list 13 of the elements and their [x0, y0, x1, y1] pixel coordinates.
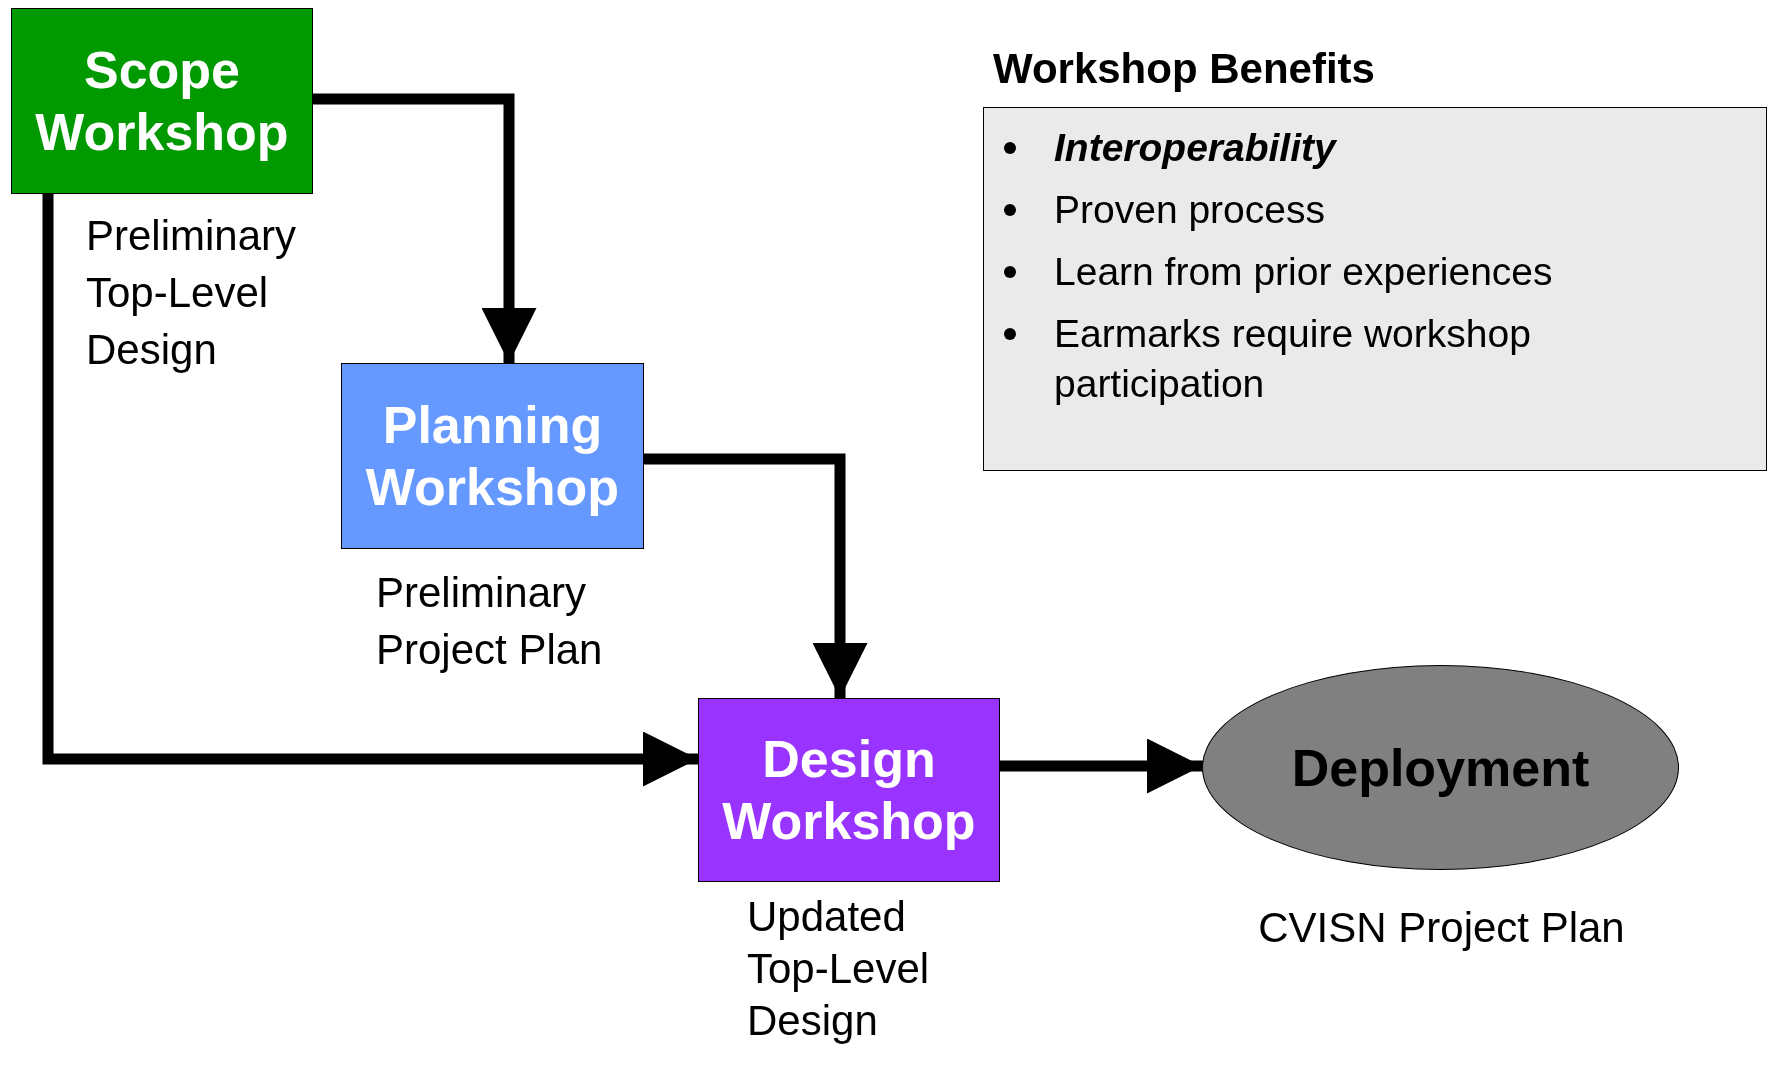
- output-label: CVISN Project Plan: [1257, 903, 1626, 953]
- bullet-text: Earmarks require workshop participation: [1054, 312, 1531, 405]
- node-label: Planning Workshop: [364, 395, 621, 518]
- output-label: Preliminary Project Plan: [376, 568, 604, 675]
- node-label: Design Workshop: [721, 729, 977, 852]
- node-label: Scope Workshop: [34, 40, 290, 163]
- output-label: Updated Top-Level Design: [747, 892, 931, 1046]
- bullet-text: Proven process: [1054, 188, 1325, 231]
- output-label: Preliminary Top-Level Design: [86, 211, 298, 375]
- bullet-text: Interoperability: [1054, 126, 1336, 169]
- node-label: Deployment: [1291, 737, 1590, 799]
- bullet-text: Learn from prior experiences: [1054, 250, 1553, 293]
- panel-heading: Workshop Benefits: [993, 46, 1375, 92]
